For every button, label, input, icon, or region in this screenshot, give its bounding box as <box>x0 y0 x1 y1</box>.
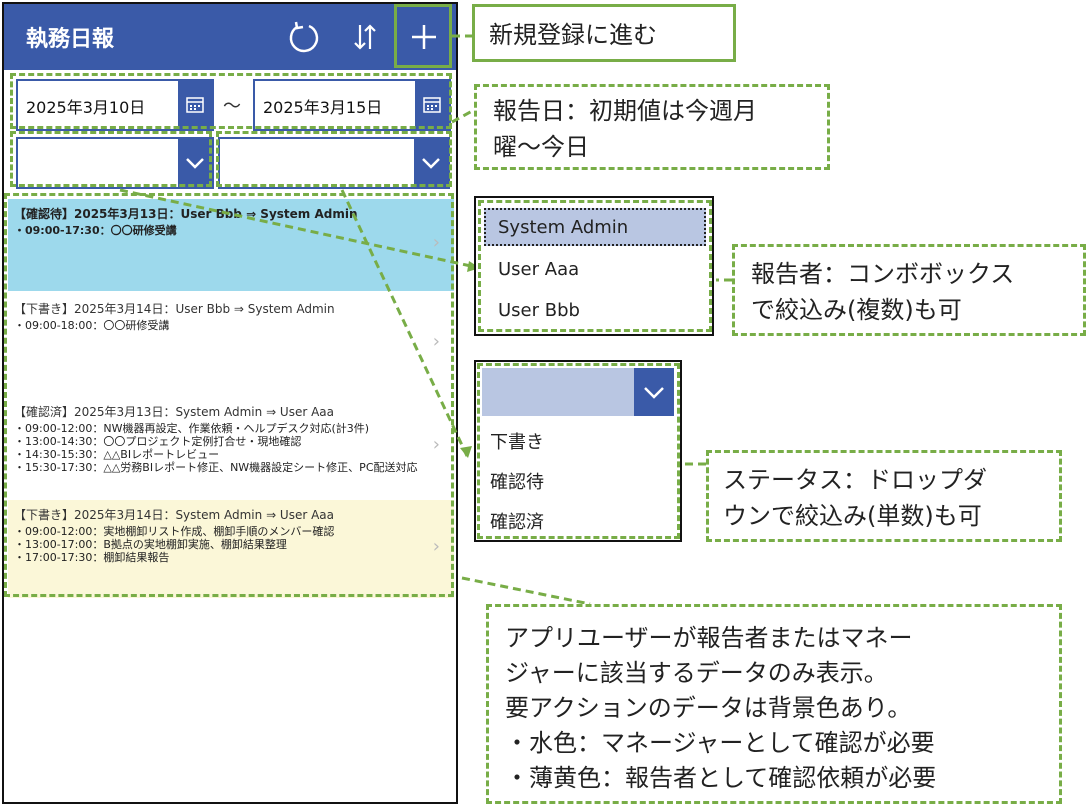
chevron-down-icon <box>422 158 440 169</box>
sort-button[interactable] <box>337 4 393 70</box>
callout-status-line: ステータス：ドロップダ <box>723 466 987 494</box>
status-filter-highlight <box>216 131 452 187</box>
callout-note-line: 要アクションのデータは背景色あり。 <box>505 694 912 722</box>
list-highlight <box>4 193 454 597</box>
combo-option-user-aaa[interactable]: User Aaa <box>498 259 580 280</box>
plus-icon <box>412 25 436 49</box>
chevron-down-icon <box>644 386 664 399</box>
report-line: ・15:30-17:30：△△労務BIレポート修正、NW機器設定シート修正、PC… <box>14 461 418 474</box>
report-item[interactable]: 【確認済】2025年3月13日：System Admin ⇒ User Aaa … <box>8 397 454 497</box>
report-line: ・09:00-12:00：NW機器再設定、作業依頼・ヘルプデスク対応(計3件) <box>14 422 370 435</box>
status-dropdown-head[interactable] <box>482 368 674 416</box>
reporter-combo-popup: System Admin User Aaa User Bbb <box>474 196 714 336</box>
calendar-icon <box>186 97 204 113</box>
calendar-icon <box>423 97 441 113</box>
status-option-pending[interactable]: 確認待 <box>490 472 544 493</box>
callout-reporter: 報告者：コンボボックス で絞込み(複数)も可 <box>732 244 1086 336</box>
report-line: ・09:00-12:00：実地棚卸リスト作成、棚卸手順のメンバー確認 <box>14 525 335 538</box>
app-title: 執務日報 <box>26 27 115 52</box>
date-from-text: 2025年3月10日 <box>26 98 146 117</box>
callout-date-line: 報告日：初期値は今週月 <box>493 97 757 125</box>
report-line: ・17:00-17:30：棚卸結果報告 <box>14 551 170 564</box>
add-button[interactable] <box>396 4 452 70</box>
refresh-icon <box>289 21 319 53</box>
report-title: 【下書き】2025年3月14日：System Admin ⇒ User Aaa <box>14 508 335 522</box>
report-list: 【確認待】2025年3月13日：User Bbb ⇒ System Admin … <box>8 197 454 601</box>
status-dropdown-button[interactable] <box>414 139 448 187</box>
combo-option-system-admin[interactable]: System Admin <box>498 217 629 238</box>
status-option-confirmed[interactable]: 確認済 <box>490 512 544 533</box>
callout-date-line: 曜～今日 <box>493 133 589 161</box>
combo-popup-highlight <box>478 200 712 332</box>
status-popup-highlight <box>477 363 680 539</box>
refresh-button[interactable] <box>276 4 332 70</box>
report-line: ・09:00-18:00：〇〇研修受講 <box>14 319 170 332</box>
sort-icon <box>354 24 376 50</box>
chevron-right-icon: › <box>432 232 440 253</box>
date-to-calendar-button[interactable] <box>415 81 449 129</box>
date-to-picker[interactable]: 2025年3月15日 <box>253 79 451 131</box>
report-line: ・13:00-14:30：〇〇プロジェクト定例打合せ・現地確認 <box>14 435 302 448</box>
status-popup-dropdown-button[interactable] <box>634 368 674 416</box>
callout-reporter-line: で絞込み(複数)も可 <box>751 296 962 324</box>
status-dropdown[interactable] <box>218 137 450 189</box>
combo-option-user-bbb[interactable]: User Bbb <box>498 300 580 321</box>
reporter-dropdown-button[interactable] <box>178 139 212 187</box>
chevron-down-icon <box>186 158 204 169</box>
callout-note-line: ジャーに該当するデータのみ表示。 <box>505 659 888 687</box>
date-filter-highlight <box>10 73 452 129</box>
callout-note: アプリユーザーが報告者またはマネー ジャーに該当するデータのみ表示。 要アクショ… <box>486 604 1062 804</box>
date-to-text: 2025年3月15日 <box>263 98 383 117</box>
callout-new-entry-text: 新規登録に進む <box>489 21 657 49</box>
callout-reporter-line: 報告者：コンボボックス <box>751 260 1015 288</box>
date-range-separator: ～ <box>223 96 241 117</box>
combo-option-selected-highlight <box>484 208 706 246</box>
report-title: 【確認待】2025年3月13日：User Bbb ⇒ System Admin <box>14 207 358 221</box>
report-title: 【確認済】2025年3月13日：System Admin ⇒ User Aaa <box>14 405 335 419</box>
reporter-filter-highlight <box>10 131 212 187</box>
report-title: 【下書き】2025年3月14日：User Bbb ⇒ System Admin <box>14 302 335 316</box>
app-header: 執務日報 <box>4 4 456 70</box>
callout-status: ステータス：ドロップダ ウンで絞込み(単数)も可 <box>706 450 1062 542</box>
add-button-highlight <box>394 4 452 68</box>
callout-note-line: ・水色：マネージャーとして確認が必要 <box>505 729 935 757</box>
report-line: ・09:00-17:30：〇〇研修受講 <box>14 224 177 237</box>
report-item[interactable]: 【下書き】2025年3月14日：System Admin ⇒ User Aaa … <box>8 500 454 598</box>
callout-note-line: ・薄黄色：報告者として確認依頼が必要 <box>505 764 937 792</box>
report-item[interactable]: 【下書き】2025年3月14日：User Bbb ⇒ System Admin … <box>8 294 454 394</box>
chevron-right-icon: › <box>432 331 440 352</box>
callout-status-line: ウンで絞込み(単数)も可 <box>723 502 982 530</box>
chevron-right-icon: › <box>432 434 440 455</box>
date-from-picker[interactable]: 2025年3月10日 <box>16 79 214 131</box>
status-dropdown-popup: 下書き 確認待 確認済 <box>474 360 682 542</box>
callout-note-line: アプリユーザーが報告者またはマネー <box>505 624 913 652</box>
reporter-combobox[interactable] <box>16 137 214 189</box>
status-option-draft[interactable]: 下書き <box>490 432 544 453</box>
callout-date: 報告日：初期値は今週月 曜～今日 <box>474 84 830 170</box>
chevron-right-icon: › <box>432 536 440 557</box>
report-line: ・13:00-17:00：B拠点の実地棚卸実施、棚卸結果整理 <box>14 538 287 551</box>
report-line: ・14:30-15:30：△△BIレポートレビュー <box>14 448 220 461</box>
app-screen: 執務日報 2025年3月10日 <box>2 2 458 804</box>
date-from-calendar-button[interactable] <box>178 81 212 129</box>
callout-new-entry: 新規登録に進む <box>472 4 736 62</box>
